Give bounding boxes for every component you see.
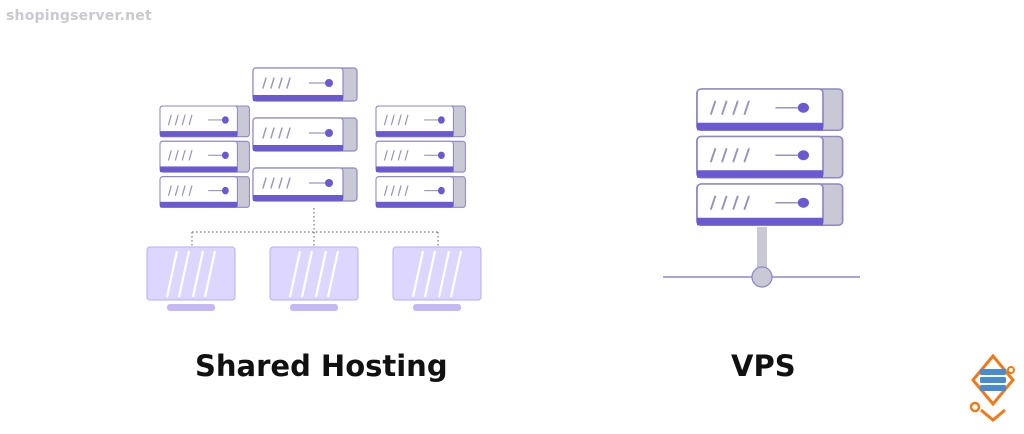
- client-monitors: [145, 245, 483, 313]
- server-rack-icon: [159, 105, 251, 209]
- shopingserver-logo-icon: [969, 353, 1015, 422]
- network-lines: [191, 208, 439, 246]
- shared-server-rack: [159, 67, 467, 209]
- vps-server-rack: [663, 88, 860, 288]
- shared-hosting-label: Shared Hosting: [195, 349, 448, 383]
- monitor-icon: [268, 245, 360, 313]
- server-rack-icon: [252, 67, 358, 202]
- vps-label: VPS: [731, 349, 796, 383]
- server-rack-icon: [696, 88, 844, 227]
- site-watermark: shopingserver.net: [6, 8, 152, 24]
- monitor-icon: [145, 245, 237, 313]
- server-rack-icon: [375, 105, 467, 209]
- monitor-icon: [391, 245, 483, 313]
